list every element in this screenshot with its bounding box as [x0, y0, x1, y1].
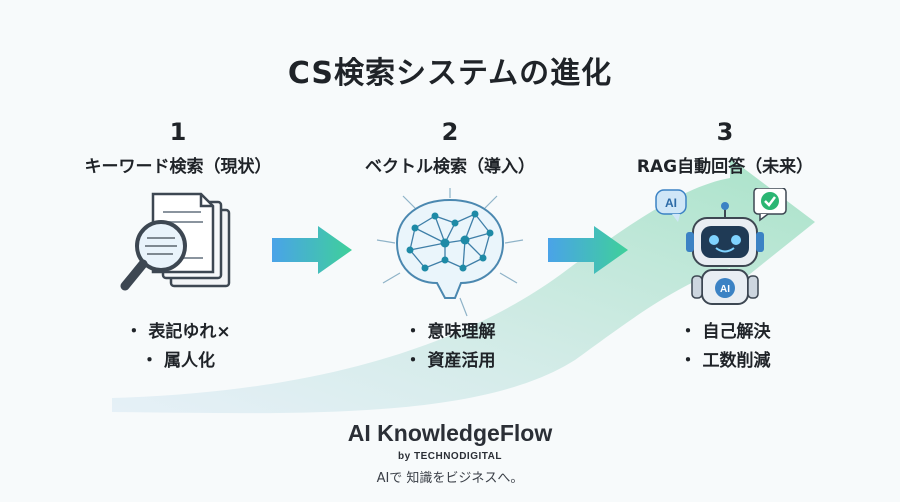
robot-icon: AI AI — [655, 188, 787, 305]
ai-chest-badge: AI — [720, 284, 730, 295]
arrow-right-icon — [548, 226, 628, 274]
brand-byline: by TECHNODIGITAL — [398, 451, 502, 462]
bullet-item: ・属人化 — [141, 351, 215, 371]
brand-tagline: AIで 知識をビジネスへ。 — [376, 471, 524, 486]
page-title: CS検索システムの進化 — [287, 56, 613, 91]
magnifier-documents-icon — [120, 192, 231, 291]
check-icon — [764, 196, 776, 207]
stage-vector-search: 2 ベクトル検索（導入） ・意味理解 ・資産活用 — [300, 118, 600, 371]
arrow-right-icon — [272, 226, 352, 274]
stage-bullets: ・自己解決 ・工数削減 — [575, 318, 875, 376]
stage-number: 2 — [441, 118, 459, 146]
brand-name: AI KnowledgeFlow — [347, 420, 553, 446]
neural-brain-icon — [376, 188, 524, 317]
stage-name: RAG自動回答（未来） — [636, 157, 814, 177]
stage-name: キーワード検索（現状） — [84, 157, 272, 177]
stage-name: ベクトル検索（導入） — [365, 157, 535, 177]
ai-bubble-label: AI — [665, 196, 677, 210]
stage-number: 1 — [169, 118, 187, 146]
brand-footer: AI KnowledgeFlow by TECHNODIGITAL AIで 知識… — [0, 420, 900, 486]
bullet-item: ・表記ゆれ× — [125, 322, 231, 342]
bullet-item: ・資産活用 — [404, 351, 496, 371]
bullet-item: ・工数削減 — [679, 351, 771, 371]
stage-number: 3 — [716, 118, 734, 146]
stage-keyword-search: 1 キーワード検索（現状） ・表記ゆれ× ・属人化 — [28, 118, 328, 371]
bullet-item: ・意味理解 — [404, 322, 496, 342]
stage-bullets: ・意味理解 ・資産活用 — [300, 318, 600, 376]
stage-bullets: ・表記ゆれ× ・属人化 — [28, 318, 328, 376]
bullet-item: ・自己解決 — [679, 322, 771, 342]
stage-rag-answer: 3 RAG自動回答（未来） AI AI ・自己解決 ・工数削減 — [575, 118, 875, 371]
